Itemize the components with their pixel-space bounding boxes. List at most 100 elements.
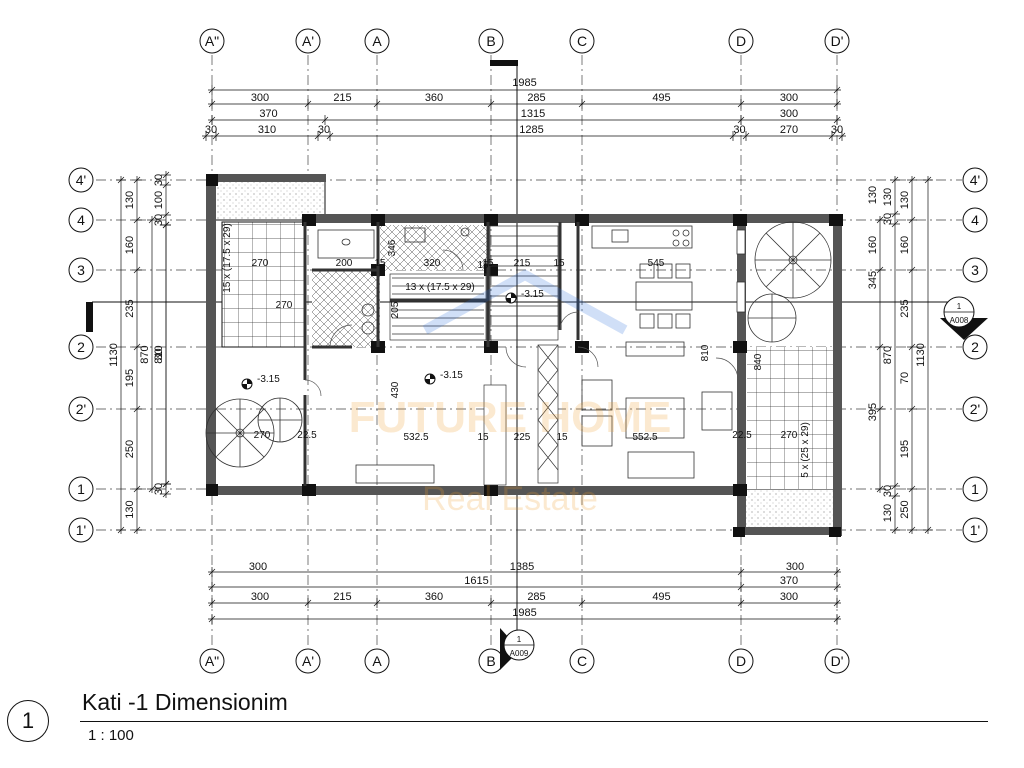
dim-tick (908, 216, 916, 224)
dim-tick (833, 100, 841, 108)
dim-tick (208, 86, 216, 94)
dim-text: 360 (425, 591, 443, 603)
dim-text: 1985 (512, 77, 536, 89)
dim-tick (876, 266, 884, 274)
room-dim-label: 320 (424, 258, 441, 269)
grid-bubble (68, 257, 94, 283)
level-marker-icon (241, 378, 253, 390)
dim-tick (208, 568, 216, 576)
room-dim-label: 532.5 (403, 432, 428, 443)
drawing-number-bubble: 1 (7, 700, 49, 742)
grid-label: A (372, 33, 382, 49)
grid-bubble (364, 648, 390, 674)
columns (206, 174, 843, 537)
grid-label: 2 (77, 339, 85, 355)
grid-bubble (824, 28, 850, 54)
grid-label: 4' (76, 172, 86, 188)
section-cut-mark-left (86, 302, 93, 332)
dim-tick (162, 490, 170, 498)
dim-tick (737, 116, 745, 124)
section-bottom-sheet: A009 (510, 649, 529, 658)
room-dim-label: 270 (781, 430, 798, 441)
balcony-bottom-right (740, 488, 838, 531)
dim-tick (148, 216, 156, 224)
dim-text: 1985 (512, 607, 536, 619)
dim-tick (304, 100, 312, 108)
level-markers: -3.15 -3.15 -3.15 (241, 289, 544, 390)
dim-text: 215 (333, 92, 351, 104)
room-dim-label: 270 (254, 430, 271, 441)
dim-text: 1615 (464, 575, 488, 587)
grid-bubble (295, 28, 321, 54)
dim-text: 160 (124, 236, 136, 254)
dim-tick (908, 526, 916, 534)
dim-text: 160 (899, 236, 911, 254)
dim-tick (876, 405, 884, 413)
dim-text: 300 (780, 591, 798, 603)
room-dim-label: 205 (390, 301, 401, 318)
dim-text: 1130 (108, 343, 120, 367)
dim-text: 870 (882, 346, 894, 364)
stair-label: 15 x (17.5 x 29) (222, 223, 233, 292)
dim-tick (924, 526, 932, 534)
room-dim-label: 200 (336, 258, 353, 269)
spiral-stair-top-right (747, 221, 832, 343)
grid-bubble (569, 28, 595, 54)
dim-text: 310 (258, 124, 276, 136)
dim-tick (737, 100, 745, 108)
grid-bubble (824, 648, 850, 674)
grid-label: 1' (76, 522, 86, 538)
dim-text: 810 (153, 345, 165, 363)
section-cut-mark-top (490, 60, 518, 66)
grid-bubble (68, 396, 94, 422)
dim-tick (208, 583, 216, 591)
room-dim-label: 545 (648, 258, 665, 269)
grid-label: D (736, 653, 746, 669)
dim-text: 1385 (510, 561, 534, 573)
room-dim-label: 22.5 (732, 430, 752, 441)
exterior-walls (206, 174, 842, 536)
grid-bubble (295, 648, 321, 674)
room-dim-label: 215 (514, 258, 531, 269)
grid-bubble (68, 207, 94, 233)
dim-text: 30 (882, 485, 894, 497)
dim-tick (117, 526, 125, 534)
grid-bubble (199, 28, 225, 54)
grid-label: C (577, 653, 587, 669)
dim-text: 130 (882, 504, 894, 522)
dim-text: 285 (527, 92, 545, 104)
grid-label: 1 (77, 481, 85, 497)
dim-text: 130 (867, 186, 879, 204)
grid-label: A' (302, 33, 314, 49)
grid-label: 3 (971, 262, 979, 278)
dim-tick (208, 100, 216, 108)
dim-tick (833, 583, 841, 591)
dim-tick (162, 211, 170, 219)
dim-tick (133, 343, 141, 351)
dim-tick (876, 485, 884, 493)
dim-tick (833, 568, 841, 576)
grid-label: 2' (970, 401, 980, 417)
level-marker-icon (424, 373, 436, 385)
dim-tick (304, 599, 312, 607)
grid-label: D' (831, 653, 844, 669)
level-label-2: -3.15 (440, 370, 463, 381)
dim-tick (833, 615, 841, 623)
grid-label: C (577, 33, 587, 49)
dim-text: 30 (318, 124, 330, 136)
dim-tick (162, 171, 170, 179)
grid-label: 2 (971, 339, 979, 355)
grid-bubble (199, 648, 225, 674)
dim-text: 30 (153, 174, 165, 186)
dim-tick (891, 492, 899, 500)
grid-label: 4 (971, 212, 979, 228)
dim-text: 30 (153, 214, 165, 226)
grid-bubble (962, 396, 988, 422)
dim-text: 195 (899, 440, 911, 458)
watermark-line2: Real Estate (422, 480, 598, 518)
grid-bubble (478, 28, 504, 54)
door-swings (304, 249, 739, 397)
windows (736, 229, 746, 313)
room-dim-label: 430 (390, 381, 401, 398)
